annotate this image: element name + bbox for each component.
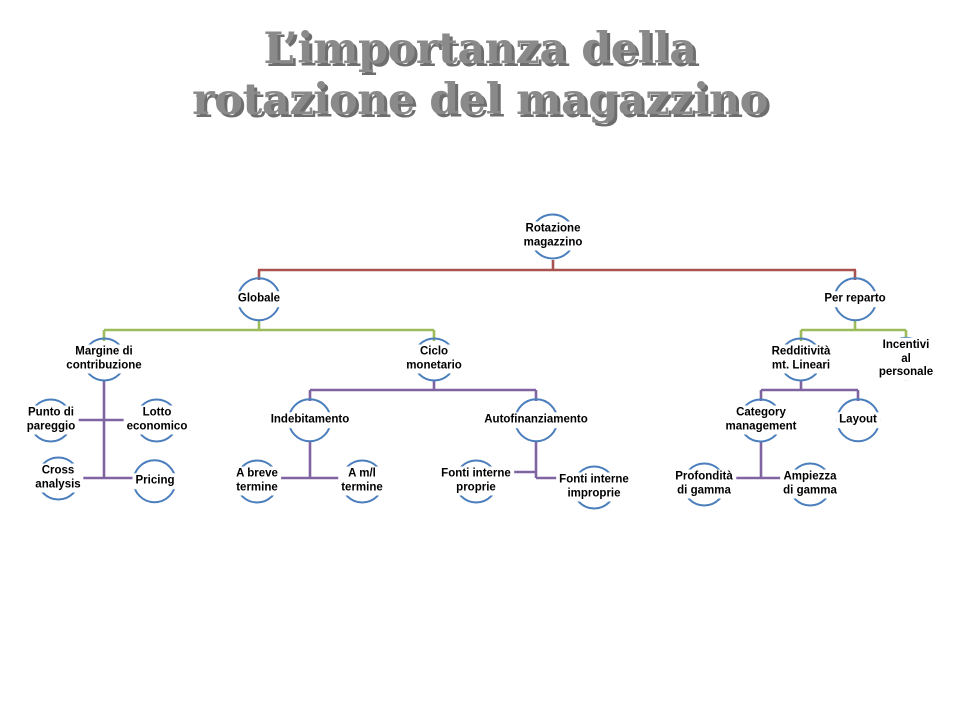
edge-group-ciclo bbox=[308, 381, 538, 401]
node-rotazione-magazzino[interactable]: Rotazione magazzino bbox=[520, 213, 586, 259]
node-label: Rotazione magazzino bbox=[520, 221, 586, 251]
node-label: Redditività mt. Lineari bbox=[768, 344, 834, 374]
node-label: Margine di contribuzione bbox=[63, 344, 145, 374]
node-per-reparto[interactable]: Per reparto bbox=[821, 277, 889, 321]
node-incentivi-al-personale[interactable]: Incentivi al personale bbox=[875, 337, 937, 381]
node-label: Lotto economico bbox=[123, 405, 191, 435]
node-label: A breve termine bbox=[233, 466, 281, 496]
node-ampiezza-di-gamma[interactable]: Ampiezza di gamma bbox=[780, 462, 840, 506]
node-profondita-di-gamma[interactable]: Profondità di gamma bbox=[672, 462, 736, 506]
node-punto-di-pareggio[interactable]: Punto di pareggio bbox=[23, 398, 79, 442]
node-label: A m/l termine bbox=[338, 466, 386, 496]
node-label: Ciclo monetario bbox=[403, 344, 465, 374]
node-label: Incentivi al personale bbox=[875, 337, 937, 381]
node-label: Pricing bbox=[132, 473, 178, 489]
node-label: Layout bbox=[836, 412, 880, 428]
node-label: Globale bbox=[234, 291, 284, 307]
node-cross-analysis[interactable]: Cross analysis bbox=[32, 456, 84, 500]
node-label: Profondità di gamma bbox=[672, 469, 736, 499]
node-pricing[interactable]: Pricing bbox=[132, 459, 178, 503]
node-indebitamento[interactable]: Indebitamento bbox=[267, 398, 353, 442]
node-lotto-economico[interactable]: Lotto economico bbox=[123, 398, 191, 442]
node-label: Category management bbox=[722, 405, 800, 435]
node-label: Per reparto bbox=[821, 291, 889, 307]
node-fonti-interne-proprie[interactable]: Fonti interne proprie bbox=[438, 459, 514, 503]
edge-group-level1 bbox=[257, 260, 857, 280]
node-a-ml-termine[interactable]: A m/l termine bbox=[338, 459, 386, 503]
node-margine-di-contribuzione[interactable]: Margine di contribuzione bbox=[63, 337, 145, 381]
node-a-breve-termine[interactable]: A breve termine bbox=[233, 459, 281, 503]
node-layout[interactable]: Layout bbox=[835, 398, 880, 442]
node-label: Autofinanziamento bbox=[481, 412, 591, 428]
edge-group-globale bbox=[102, 321, 436, 341]
page-title: L’importanza della rotazione del magazzi… bbox=[192, 24, 768, 125]
node-category-management[interactable]: Category management bbox=[722, 398, 800, 442]
node-label: Fonti interne improprie bbox=[556, 472, 632, 502]
node-label: Ampiezza di gamma bbox=[780, 469, 840, 499]
node-label: Indebitamento bbox=[267, 412, 353, 428]
node-redditivita-mt-lineari[interactable]: Redditività mt. Lineari bbox=[768, 337, 834, 381]
edge-group-redditivita bbox=[759, 381, 860, 401]
node-globale[interactable]: Globale bbox=[234, 277, 284, 321]
node-ciclo-monetario[interactable]: Ciclo monetario bbox=[403, 337, 465, 381]
node-autofinanziamento[interactable]: Autofinanziamento bbox=[481, 398, 591, 442]
node-label: Cross analysis bbox=[32, 463, 84, 493]
node-label: Punto di pareggio bbox=[23, 405, 79, 435]
node-label: Fonti interne proprie bbox=[438, 466, 514, 496]
node-fonti-interne-improprie[interactable]: Fonti interne improprie bbox=[556, 465, 632, 509]
